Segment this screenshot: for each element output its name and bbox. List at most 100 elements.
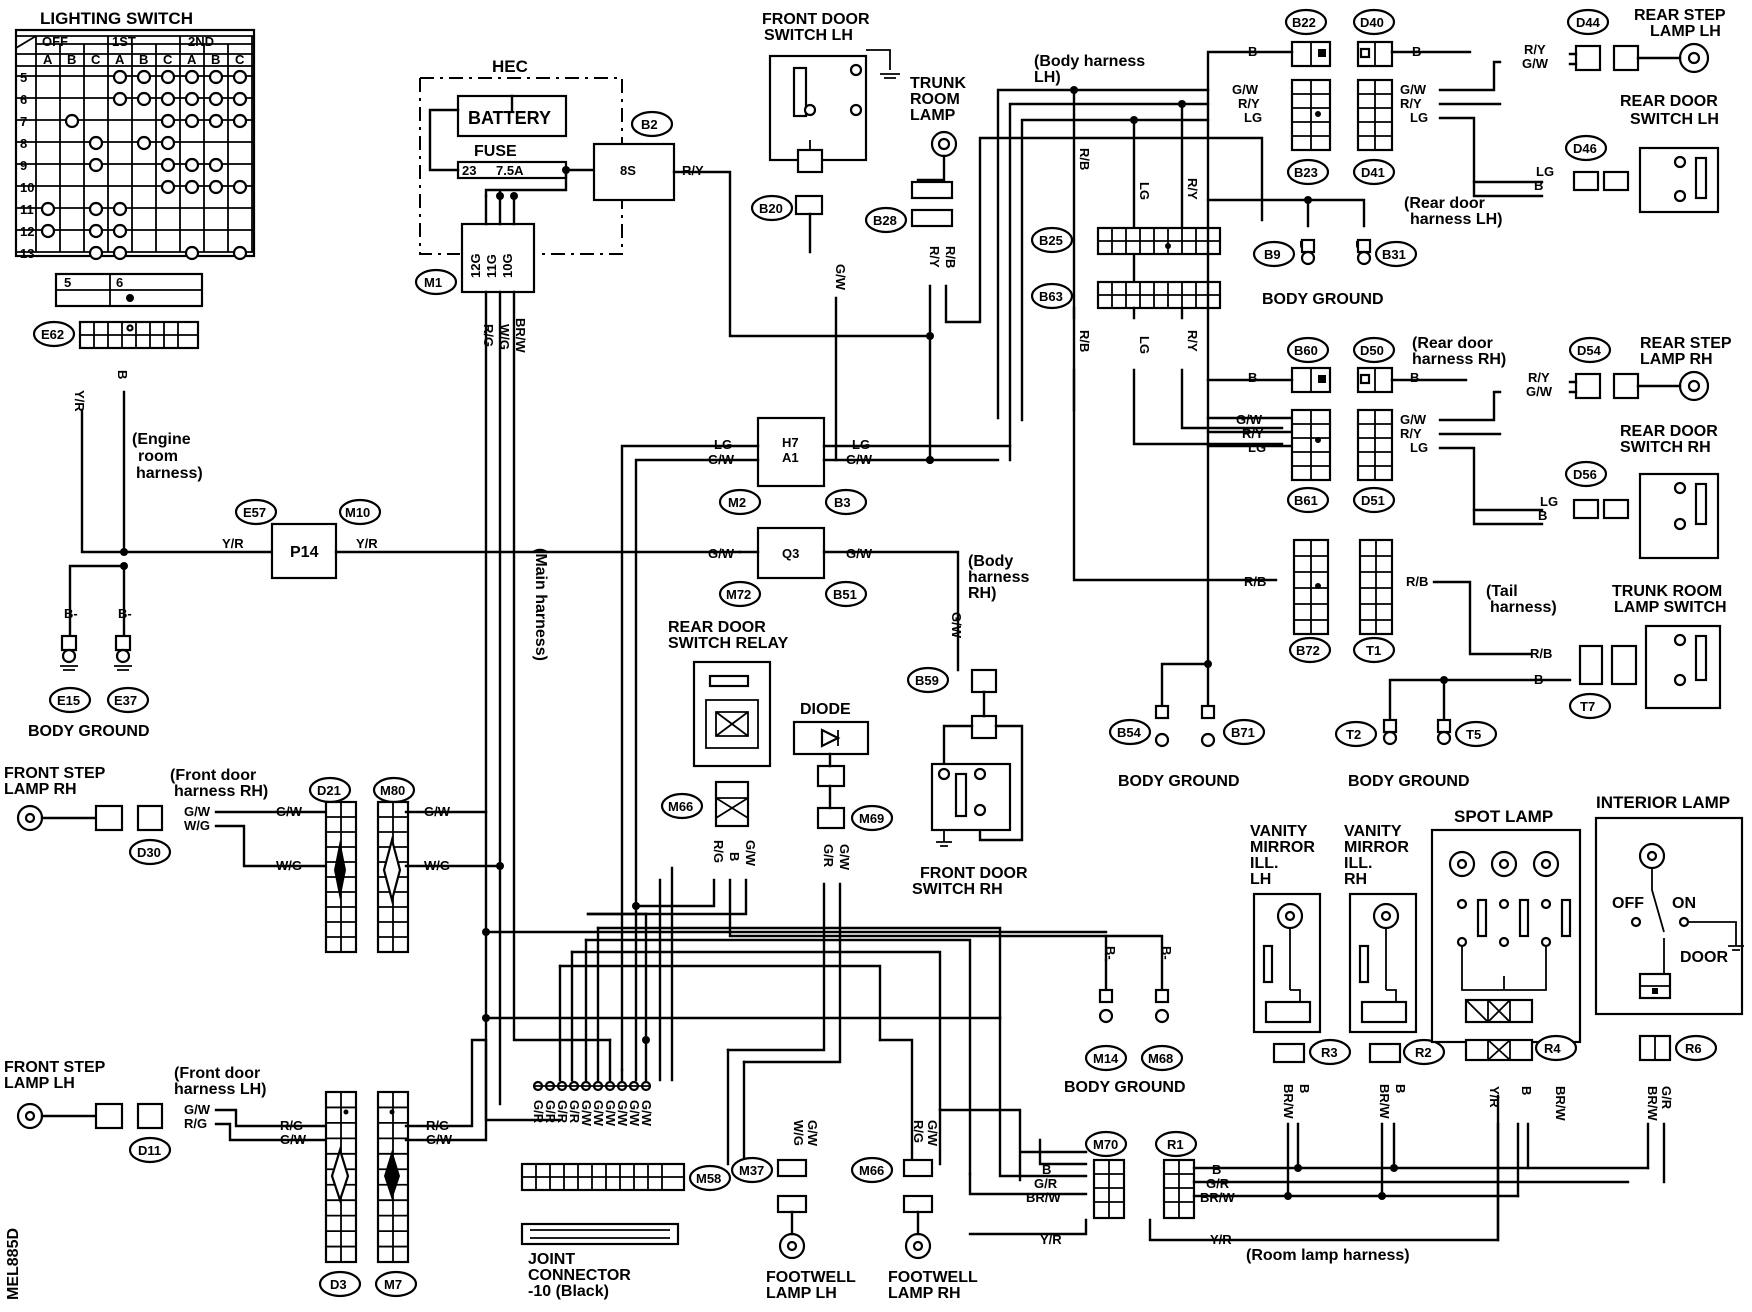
svg-text:Y/R: Y/R bbox=[1040, 1232, 1062, 1247]
svg-text:B: B bbox=[1393, 1084, 1408, 1093]
svg-text:B2: B2 bbox=[641, 117, 658, 132]
svg-text:B: B bbox=[727, 852, 742, 861]
trunk-room-lamp: TRUNK ROOM LAMP B28 R/Y R/B bbox=[864, 75, 966, 268]
svg-text:R/G: R/G bbox=[911, 1120, 926, 1143]
svg-text:M69: M69 bbox=[859, 811, 884, 826]
svg-text:B31: B31 bbox=[1382, 247, 1406, 262]
ground-b54-b71: B54 B71 BODY GROUND bbox=[1108, 704, 1266, 790]
svg-text:M58: M58 bbox=[696, 1171, 721, 1186]
svg-text:B51: B51 bbox=[833, 587, 857, 602]
svg-text:R/Y: R/Y bbox=[1400, 426, 1422, 441]
svg-text:INTERIOR LAMP: INTERIOR LAMP bbox=[1596, 793, 1730, 812]
ls-col: C bbox=[91, 52, 101, 67]
svg-text:D56: D56 bbox=[1573, 467, 1597, 482]
svg-text:G/W: G/W bbox=[1232, 82, 1259, 97]
svg-text:10G: 10G bbox=[500, 253, 515, 278]
ls-contact bbox=[184, 69, 200, 85]
svg-text:E37: E37 bbox=[114, 693, 137, 708]
ls-col: B bbox=[211, 52, 220, 67]
svg-text:LAMP RH: LAMP RH bbox=[4, 781, 77, 798]
svg-text:R/B: R/B bbox=[1406, 574, 1428, 589]
wire-label: G/W bbox=[615, 1100, 630, 1127]
svg-text:G/W: G/W bbox=[280, 1132, 307, 1147]
svg-text:LAMP SWITCH: LAMP SWITCH bbox=[1614, 599, 1727, 616]
vanity-mirror-lh: VANITY MIRROR ILL. LH R3 BR/W B bbox=[1250, 823, 1352, 1198]
svg-text:T5: T5 bbox=[1466, 727, 1481, 742]
ls-contact bbox=[88, 201, 104, 217]
svg-text:R3: R3 bbox=[1321, 1045, 1338, 1060]
connector-b22: B22 D40 bbox=[1284, 8, 1396, 68]
svg-text:LG: LG bbox=[1410, 110, 1428, 125]
svg-text:G/W: G/W bbox=[925, 1120, 940, 1147]
harness-body-lh: (Body harness bbox=[1034, 53, 1145, 70]
front-step-lamp-rh: FRONT STEP LAMP RH D30 (Front door harne… bbox=[4, 765, 268, 866]
connector-b20: B20 bbox=[750, 194, 824, 222]
svg-text:G/W: G/W bbox=[833, 264, 848, 291]
ground-e15-e37: B- B- E15 E37 BODY GROUND bbox=[28, 606, 150, 740]
rear-door-switch-relay: REAR DOOR SWITCH RELAY M66 R/G B G/W bbox=[660, 619, 789, 867]
svg-text:LG: LG bbox=[1244, 110, 1262, 125]
ls-contact bbox=[184, 245, 200, 261]
svg-text:ILL.: ILL. bbox=[1250, 855, 1278, 872]
svg-text:B-: B- bbox=[1103, 946, 1118, 960]
svg-text:BR/W: BR/W bbox=[513, 318, 528, 353]
svg-text:VANITY: VANITY bbox=[1250, 823, 1308, 840]
svg-text:B61: B61 bbox=[1294, 493, 1318, 508]
svg-text:G/W: G/W bbox=[424, 804, 451, 819]
ls-row: 10 bbox=[20, 180, 34, 195]
svg-text:G/W: G/W bbox=[184, 1102, 211, 1117]
svg-text:P14: P14 bbox=[290, 544, 319, 561]
svg-text:H7: H7 bbox=[782, 435, 799, 450]
svg-text:B: B bbox=[1534, 178, 1543, 193]
harness-main: (Main harness) bbox=[532, 548, 549, 661]
ls-col: C bbox=[163, 52, 173, 67]
svg-text:TRUNK: TRUNK bbox=[910, 75, 966, 92]
svg-text:G/W: G/W bbox=[276, 804, 303, 819]
svg-text:R/G: R/G bbox=[426, 1118, 449, 1133]
svg-text:R/B: R/B bbox=[1530, 646, 1552, 661]
svg-text:D3: D3 bbox=[330, 1277, 347, 1292]
svg-text:G/W: G/W bbox=[1400, 412, 1427, 427]
wire-label: Y/R bbox=[222, 536, 244, 551]
interior-lamp: INTERIOR LAMP OFF ON DOOR R6 BR/W G/R bbox=[1594, 793, 1744, 1184]
svg-text:BODY GROUND: BODY GROUND bbox=[1348, 773, 1470, 790]
ls-contact bbox=[88, 245, 104, 261]
harness-front-door-rh: (Front door bbox=[170, 767, 256, 784]
ls-contact bbox=[64, 113, 80, 129]
svg-text:M37: M37 bbox=[739, 1163, 764, 1178]
svg-text:B25: B25 bbox=[1039, 233, 1063, 248]
svg-text:R/B: R/B bbox=[943, 246, 958, 268]
wire-label: G/R bbox=[531, 1100, 546, 1124]
svg-text:E62: E62 bbox=[41, 327, 64, 342]
ls-row: 12 bbox=[20, 224, 34, 239]
svg-text:R/Y: R/Y bbox=[1400, 96, 1422, 111]
svg-text:ILL.: ILL. bbox=[1344, 855, 1372, 872]
svg-text:FOOTWELL: FOOTWELL bbox=[766, 1269, 856, 1286]
wire-label: Y/R bbox=[356, 536, 378, 551]
svg-text:B72: B72 bbox=[1296, 643, 1320, 658]
svg-text:G/W: G/W bbox=[1522, 56, 1549, 71]
svg-text:B: B bbox=[1042, 1162, 1051, 1177]
svg-text:LH): LH) bbox=[1034, 69, 1061, 86]
svg-text:LG: LG bbox=[1137, 182, 1152, 200]
wire-label: G/W bbox=[579, 1100, 594, 1127]
svg-text:SWITCH RH: SWITCH RH bbox=[1620, 439, 1711, 456]
harness-tail: (Tail bbox=[1486, 583, 1518, 600]
front-step-lamp-lh: FRONT STEP LAMP LH D11 (Front door harne… bbox=[4, 1059, 266, 1164]
svg-text:G/W: G/W bbox=[846, 546, 873, 561]
svg-text:MIRROR: MIRROR bbox=[1250, 839, 1315, 856]
svg-text:LH: LH bbox=[1250, 871, 1271, 888]
harness-body-rh: (Body bbox=[968, 553, 1013, 570]
ls-contact bbox=[40, 223, 56, 239]
svg-text:G/W: G/W bbox=[1526, 384, 1553, 399]
svg-text:harness): harness) bbox=[1490, 599, 1557, 616]
connector-e62: E62 bbox=[32, 320, 200, 350]
svg-text:LG: LG bbox=[1410, 440, 1428, 455]
wire-label: G/R bbox=[567, 1100, 582, 1124]
ls-contact bbox=[208, 179, 224, 195]
svg-text:R/Y: R/Y bbox=[1185, 330, 1200, 352]
ls-contact bbox=[112, 245, 128, 261]
ls-row: 6 bbox=[20, 92, 27, 107]
ls-col: C bbox=[235, 52, 245, 67]
